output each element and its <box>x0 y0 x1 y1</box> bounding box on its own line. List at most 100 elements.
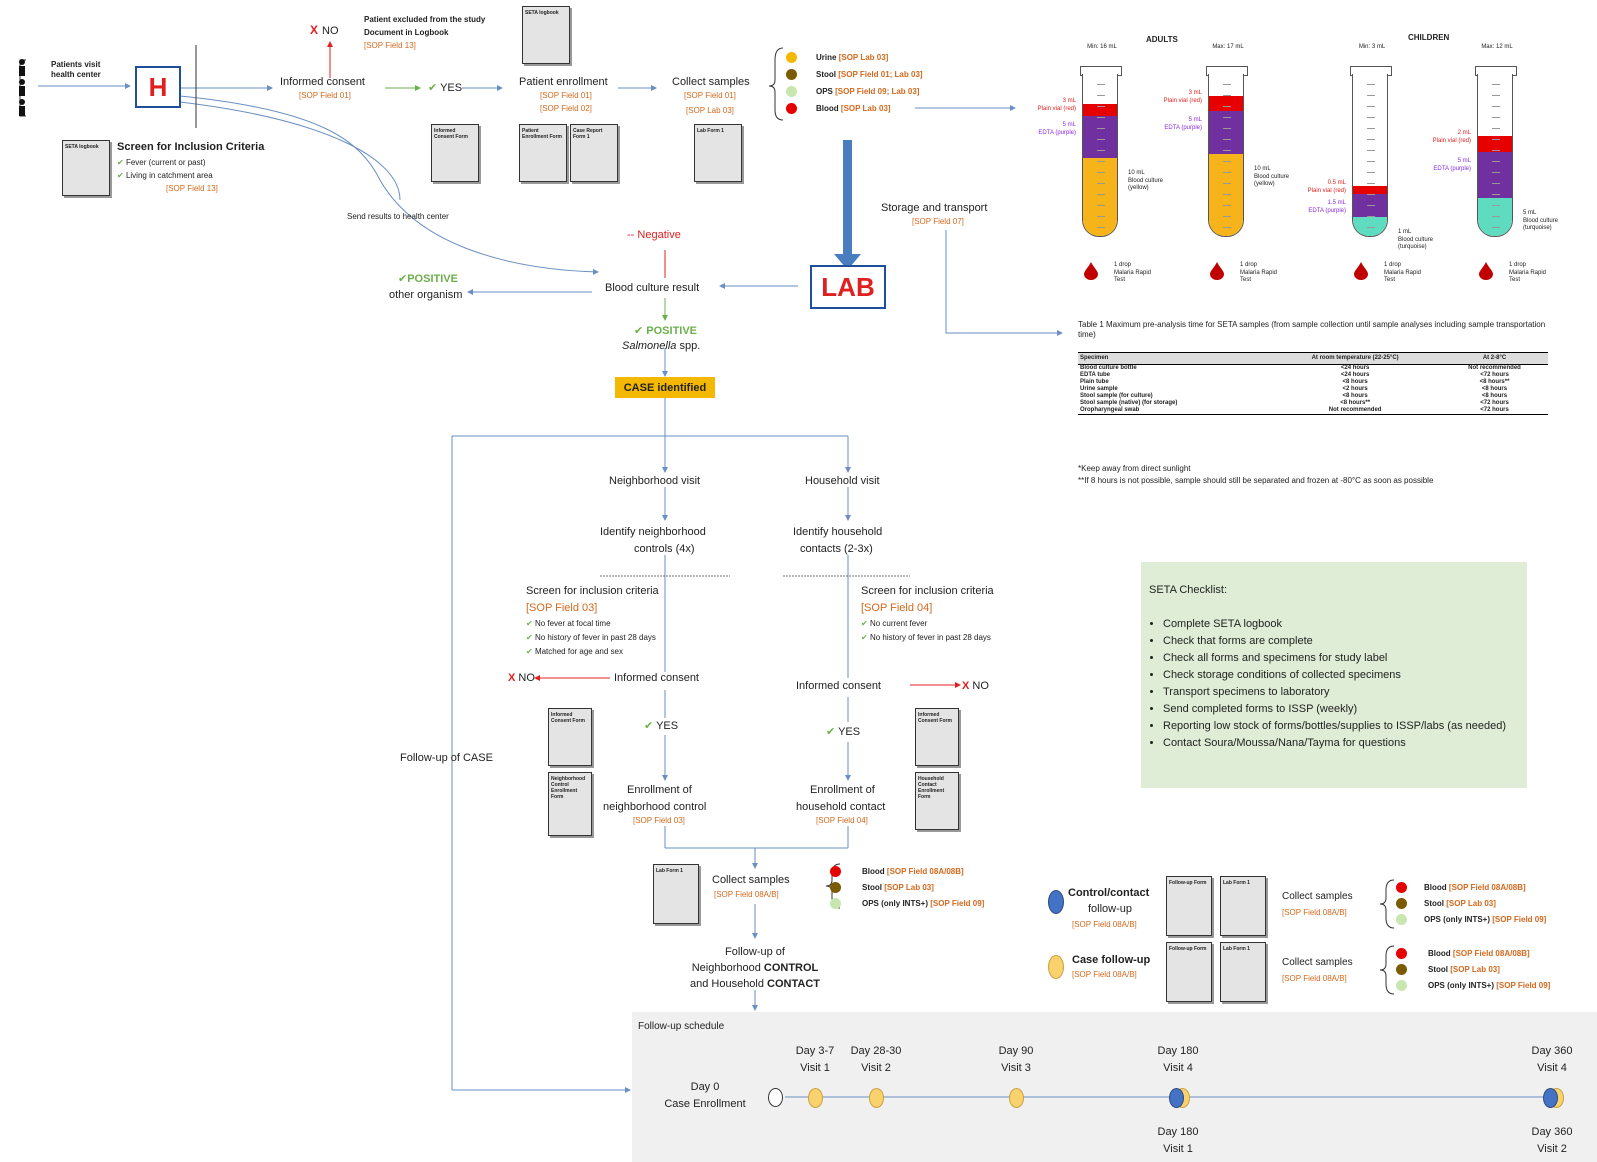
seta-logbook-doc: SETA logbook <box>62 140 110 196</box>
household-consent: Informed consent <box>796 680 881 692</box>
table-row: Stool sample (native) (for storage) <8 ho… <box>1078 400 1548 407</box>
tube-culture-label: Blood culture (yellow) <box>1128 178 1164 191</box>
tube-red-volume: 0.5 mL <box>1327 180 1346 186</box>
table-cell: <8 hours** <box>1340 400 1371 406</box>
neighborhood-enroll-2: neighborhood control <box>603 801 707 813</box>
pre-analysis-table: Specimen At room temperature (22-25°C) A… <box>1078 352 1548 415</box>
checklist-item: Reporting low stock of forms/bottles/sup… <box>1163 718 1533 735</box>
visit-number-label: Visit 3 <box>1001 1062 1031 1074</box>
case-visit-marker <box>808 1088 823 1108</box>
collect-sop-1: [SOP Field 01] <box>684 91 736 100</box>
tube-culture-volume: 10 mL <box>1128 170 1145 176</box>
table-row: Plain tube<8 hours<8 hours** <box>1078 379 1548 386</box>
tube-volume-label: Max: 12 mL <box>1481 44 1513 50</box>
table-row: EDTA tube<24 hours<72 hours <box>1078 372 1548 379</box>
neighborhood-yes: ✔ YES <box>644 720 679 732</box>
table-header: At 2-8°C <box>1482 355 1507 361</box>
schedule-title: Follow-up schedule <box>638 1021 725 1032</box>
tube-purple-label: EDTA (purple) <box>1308 208 1346 214</box>
table-cell: <8 hours <box>1481 393 1508 399</box>
checklist-item: Send completed forms to ISSP (weekly) <box>1163 701 1533 718</box>
checklist-item: Check storage conditions of collected sp… <box>1163 667 1533 684</box>
contact-followup-1: Control/contact <box>1068 887 1150 899</box>
table-cell: Stool sample (native) (for storage) <box>1080 400 1178 406</box>
tube-purple-volume: 1.5 mL <box>1327 200 1346 206</box>
contact-collect-label: Collect samples <box>1282 891 1353 902</box>
table-cell: <24 hours <box>1340 365 1370 371</box>
storage-transport-label: Storage and transport <box>881 202 988 214</box>
household-visit: Household visit <box>805 475 880 487</box>
checklist-item: Check all forms and specimens for study … <box>1163 650 1533 667</box>
case-collect-sop: [SOP Field 08A/B] <box>1282 974 1347 983</box>
c-sample-stool: Stool [SOP Lab 03] <box>1424 899 1496 908</box>
c-blood-dot <box>1396 882 1407 893</box>
tube-red-label: Plain vial (red) <box>1037 106 1076 112</box>
checklist-item: Check that forms are complete <box>1163 633 1533 650</box>
checklist-item: Complete SETA logbook <box>1163 616 1533 633</box>
c-sample-ops: OPS (only INTS+) [SOP Field 09] <box>1424 915 1547 924</box>
neighborhood-enroll-1: Enrollment of <box>627 784 692 796</box>
neighborhood-criteria-2: ✔ No history of fever in past 28 days <box>526 633 656 642</box>
screen-inclusion-title: Screen for Inclusion Criteria <box>117 141 265 153</box>
household-no: X NO <box>962 680 989 692</box>
neighborhood-screen-sop: [SOP Field 03] <box>526 602 598 614</box>
day0-label: Day 0 <box>690 1081 720 1093</box>
followup-case-label: Follow-up of CASE <box>400 752 493 764</box>
fu-sample-stool: Stool [SOP Lab 03] <box>862 883 934 892</box>
tube-red-volume: 2 mL <box>1457 130 1471 136</box>
drop-volume: 1 drop <box>1509 262 1527 268</box>
household-screen: Screen for inclusion criteria <box>861 585 994 597</box>
fu-sample-ops: OPS (only INTS+) [SOP Field 09] <box>862 899 985 908</box>
table-header: At room temperature (22-25°C) <box>1311 355 1399 361</box>
c-ops-dot <box>1396 914 1407 925</box>
informed-consent-sop: [SOP Field 01] <box>299 91 351 100</box>
tube-culture-label: Blood culture (turquoise) <box>1398 237 1434 250</box>
sample-blood: Blood [SOP Lab 03] <box>816 104 891 113</box>
tube-culture-volume: 10 mL <box>1254 166 1271 172</box>
tube-volume-label: Min: 16 mL <box>1087 44 1117 50</box>
day0-sublabel: Case Enrollment <box>664 1098 746 1110</box>
household-identify-2: contacts (2-3x) <box>800 543 873 555</box>
visit-day-label: Day 360 <box>1531 1045 1573 1057</box>
contact-lab-form-doc: Lab Form 1 <box>1220 876 1266 936</box>
table-cell: <72 hours <box>1480 407 1509 413</box>
household-enroll-sop: [SOP Field 04] <box>816 816 868 825</box>
neighborhood-screen: Screen for inclusion criteria <box>526 585 659 597</box>
household-identify-1: Identify household <box>793 526 883 538</box>
collect-sop-2: [SOP Lab 03] <box>686 106 734 115</box>
tube-purple-volume: 5 mL <box>1062 122 1076 128</box>
neighborhood-enroll-sop: [SOP Field 03] <box>633 816 685 825</box>
drop-volume: 1 drop <box>1114 262 1132 268</box>
contact-day-label: Day 180 <box>1157 1126 1199 1138</box>
tube-culture-label: Blood culture (yellow) <box>1254 174 1290 187</box>
blood-drop-icon <box>1084 262 1098 280</box>
visit-number-label: Visit 4 <box>1537 1062 1567 1074</box>
followup-schedule-panel <box>632 1012 1597 1162</box>
tube-culture-volume: 1 mL <box>1398 229 1412 235</box>
tube-purple-volume: 5 mL <box>1188 117 1202 123</box>
lab-box: LAB <box>810 265 886 309</box>
other-organism-label: other organism <box>389 289 463 301</box>
followup-control-2: Neighborhood CONTROL <box>691 962 819 974</box>
top-yes: ✔ YES <box>428 82 463 94</box>
followup-control-3: and Household CONTACT <box>689 978 821 990</box>
fu-stool-dot <box>830 882 841 893</box>
case-visit-marker <box>869 1088 884 1108</box>
patients-icon <box>14 58 30 118</box>
stool-dot <box>786 69 797 80</box>
positive-salmonella-label: ✔ POSITIVE <box>634 325 698 337</box>
adults-title: ADULTS <box>1146 35 1178 44</box>
case-visit-marker <box>1009 1088 1024 1108</box>
contact-visit-label: Visit 1 <box>1163 1143 1193 1155</box>
checklist-item: Transport specimens to laboratory <box>1163 684 1533 701</box>
contact-visit-marker <box>1543 1088 1558 1108</box>
children-title: CHILDREN <box>1408 33 1450 42</box>
table-cell: Plain tube <box>1080 379 1109 385</box>
neighborhood-no: X NO <box>508 672 535 684</box>
drop-label: Malaria Rapid Test <box>1384 270 1422 283</box>
screen-item-2: ✔ Living in catchment area <box>117 171 213 180</box>
tube-culture-volume: 5 mL <box>1523 210 1537 216</box>
table-cell: <72 hours <box>1480 372 1509 378</box>
enrollment-sop-2: [SOP Field 02] <box>540 104 592 113</box>
